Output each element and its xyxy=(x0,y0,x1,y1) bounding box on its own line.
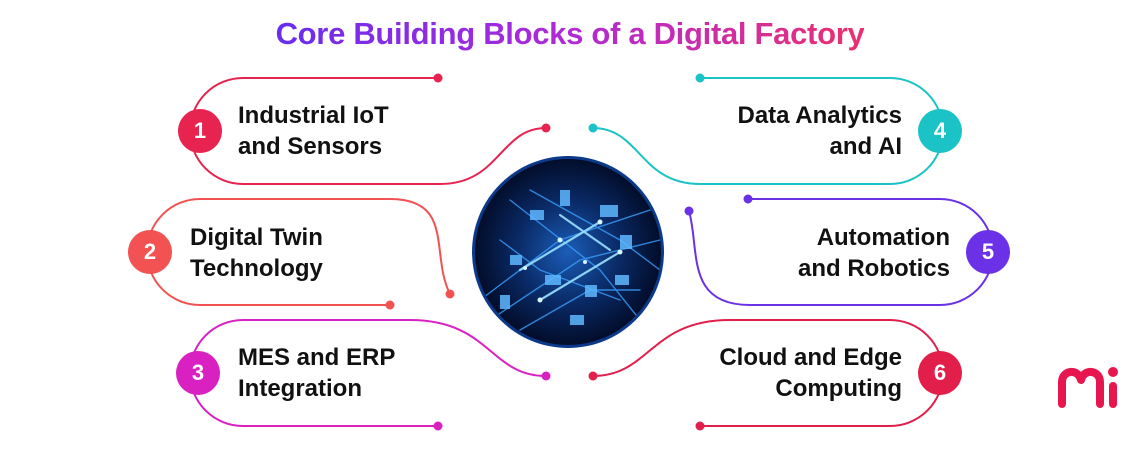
connector-2 xyxy=(146,198,451,306)
block-label-4: Data Analytics and AI xyxy=(662,100,902,162)
block-label-2: Digital Twin Technology xyxy=(190,222,430,284)
block-4-line-1: Data Analytics xyxy=(737,102,902,129)
connector-dots xyxy=(385,73,753,431)
block-5-line-2: and Robotics xyxy=(797,255,950,282)
number-badge-1: 1 xyxy=(178,109,222,153)
connector-1 xyxy=(189,77,547,185)
connector-4 xyxy=(592,77,944,185)
number-badge-2: 2 xyxy=(128,230,172,274)
block-label-1: Industrial IoT and Sensors xyxy=(238,100,478,162)
connector-3 xyxy=(189,319,547,427)
connector-6 xyxy=(592,319,944,427)
block-1-line-2: and Sensors xyxy=(238,133,383,160)
connector-5 xyxy=(688,198,994,306)
number-badge-5: 5 xyxy=(966,230,1010,274)
block-label-6: Cloud and Edge Computing xyxy=(662,342,902,404)
block-4-line-2: and AI xyxy=(829,133,902,160)
block-6-line-2: Computing xyxy=(775,375,902,402)
block-5-line-1: Automation xyxy=(816,224,950,251)
number-badge-6: 6 xyxy=(918,351,962,395)
block-3-line-1: MES and ERP xyxy=(238,344,396,371)
block-label-3: MES and ERP Integration xyxy=(238,342,478,404)
block-3-line-2: Integration xyxy=(238,375,362,402)
block-6-line-1: Cloud and Edge xyxy=(719,344,902,371)
block-1-line-1: Industrial IoT xyxy=(238,102,389,129)
block-label-5: Automation and Robotics xyxy=(710,222,950,284)
digital-factory-circuit-image xyxy=(472,156,664,348)
block-2-line-2: Technology xyxy=(190,255,323,282)
number-badge-3: 3 xyxy=(176,351,220,395)
page-title: Core Building Blocks of a Digital Factor… xyxy=(275,16,865,51)
number-badge-4: 4 xyxy=(918,109,962,153)
block-2-line-1: Digital Twin xyxy=(190,224,323,251)
mi-logo-icon xyxy=(1058,367,1118,408)
